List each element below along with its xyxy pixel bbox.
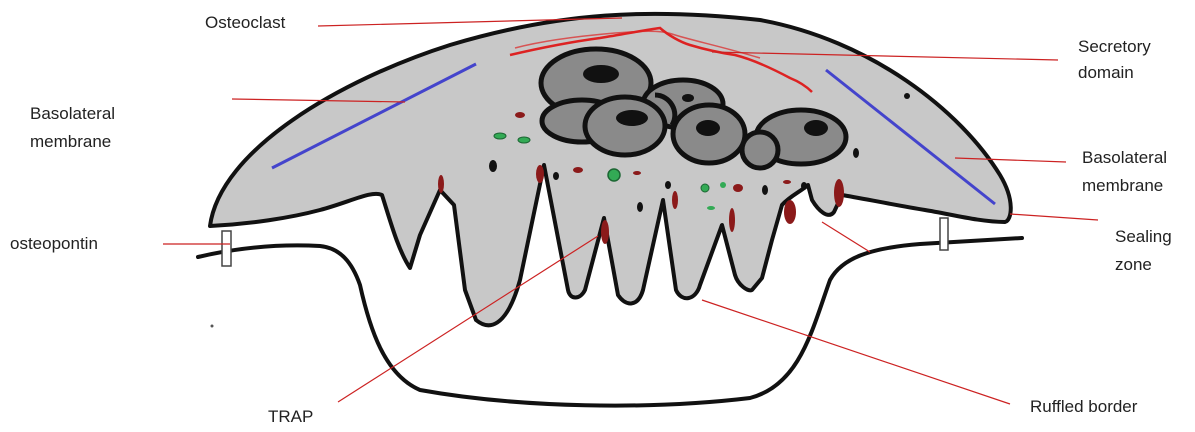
trap-vesicle — [729, 208, 735, 232]
trap-vesicle — [633, 171, 641, 175]
granule — [553, 172, 559, 180]
green-vesicle — [701, 184, 709, 192]
trap-vesicle — [536, 165, 544, 183]
sealing-zone-right — [940, 218, 948, 250]
pointer-sealing-zone-2 — [822, 222, 870, 252]
nucleolus — [583, 65, 619, 83]
label-basolateral-left-line2: membrane — [30, 131, 111, 153]
label-secretory-domain-line1: Secretory — [1078, 36, 1151, 58]
sealing-zone-left — [222, 231, 231, 266]
green-vesicle — [720, 182, 726, 188]
green-vesicle — [608, 169, 620, 181]
trap-vesicle — [784, 200, 796, 224]
granule — [665, 181, 671, 189]
nucleolus — [616, 110, 648, 126]
label-sealing-zone-line2: zone — [1115, 254, 1152, 276]
granule — [637, 202, 643, 212]
green-vesicle — [494, 133, 506, 139]
label-basolateral-left-line1: Basolateral — [30, 103, 115, 125]
trap-vesicle — [783, 180, 791, 184]
label-basolateral-right-line1: Basolateral — [1082, 147, 1167, 169]
stray-dot — [211, 325, 214, 328]
trap-vesicle — [834, 179, 844, 207]
granule — [853, 148, 859, 158]
label-ruffled-border: Ruffled border — [1030, 396, 1137, 418]
green-vesicle — [518, 137, 530, 143]
trap-vesicle — [573, 167, 583, 173]
nucleolus — [696, 120, 720, 136]
granule — [762, 185, 768, 195]
trap-vesicle — [515, 112, 525, 118]
nucleus — [585, 97, 665, 155]
green-vesicle — [707, 206, 715, 210]
pointer-sealing-zone — [1010, 214, 1098, 220]
label-basolateral-right-line2: membrane — [1082, 175, 1163, 197]
resorption-pit — [198, 238, 1022, 406]
label-osteopontin: osteopontin — [10, 233, 98, 255]
nucleolus — [682, 94, 694, 102]
pointer-ruffled-border — [702, 300, 1010, 404]
trap-vesicle — [733, 184, 743, 192]
label-trap: TRAP — [268, 406, 313, 428]
granule — [489, 160, 497, 172]
nucleus — [742, 132, 778, 168]
label-secretory-domain-line2: domain — [1078, 62, 1134, 84]
nucleolus — [804, 120, 828, 136]
granule — [904, 93, 910, 99]
granule — [801, 182, 807, 190]
label-sealing-zone-line1: Sealing — [1115, 226, 1172, 248]
trap-vesicle — [438, 175, 444, 193]
trap-vesicle — [601, 220, 609, 244]
label-osteoclast: Osteoclast — [205, 12, 285, 34]
trap-vesicle — [672, 191, 678, 209]
